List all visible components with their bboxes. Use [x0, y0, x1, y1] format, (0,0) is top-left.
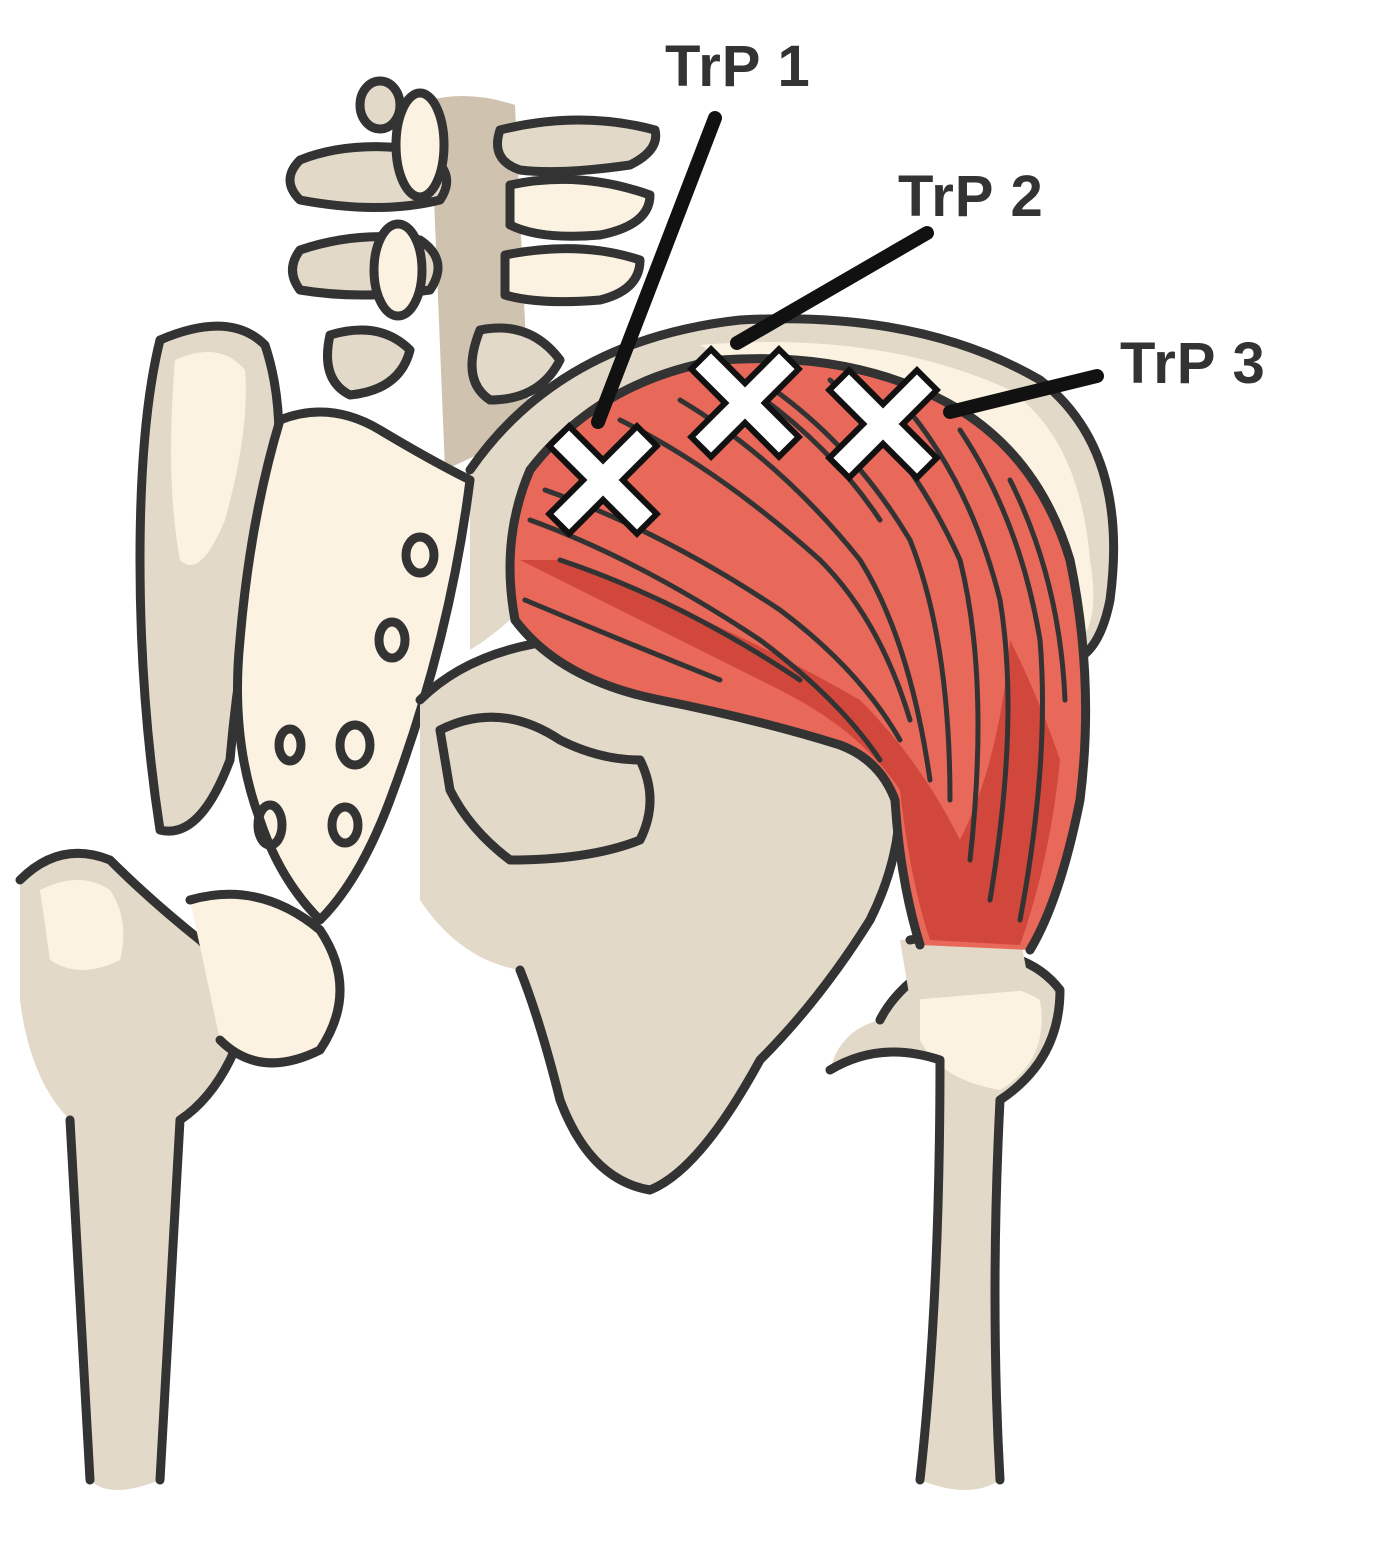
- label-trp3: TrP 3: [1120, 331, 1266, 396]
- left-ilium: [135, 321, 284, 836]
- x-marker-icon: [825, 366, 941, 482]
- x-marker-icon: [687, 345, 803, 461]
- right-femur: [825, 928, 1065, 1490]
- leader-line-trp3: [943, 369, 1104, 419]
- leader-line-trp2: [730, 226, 934, 350]
- left-femur: [15, 848, 345, 1490]
- label-trp2: TrP 2: [898, 164, 1044, 229]
- sacrum: [233, 407, 475, 925]
- x-marker-icon: [545, 422, 661, 538]
- leader-line-trp1: [591, 111, 722, 429]
- gluteus-medius-muscle: [505, 354, 1091, 955]
- lumbar-spine: [285, 76, 661, 470]
- label-trp1: TrP 1: [665, 34, 811, 99]
